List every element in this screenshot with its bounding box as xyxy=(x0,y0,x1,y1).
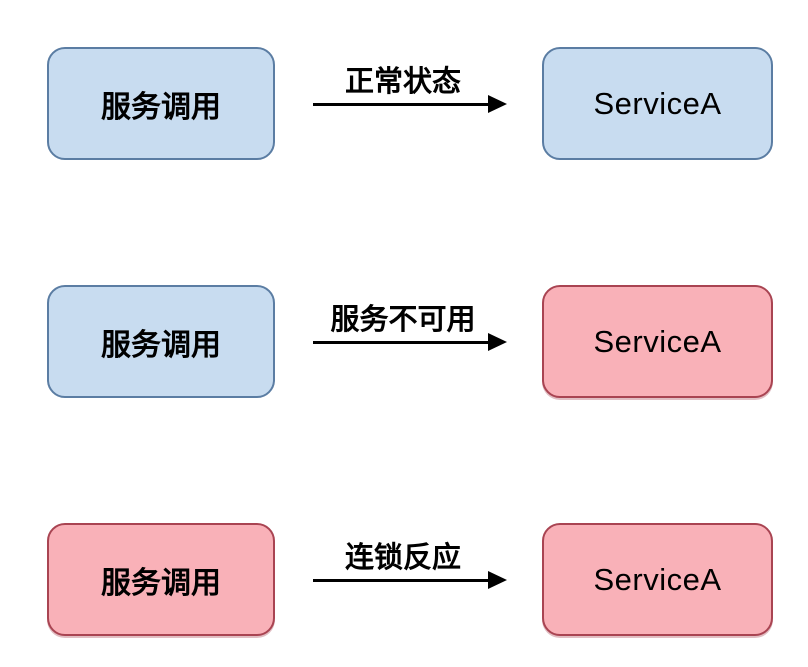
arrow-label: 服务不可用 xyxy=(330,304,476,336)
arrow-label: 连锁反应 xyxy=(344,542,461,574)
arrow-line xyxy=(313,579,491,582)
arrow-normal-state: 正常状态 xyxy=(313,47,507,160)
service-caller-node: 服务调用 xyxy=(47,523,275,636)
diagram-row-normal-state: 服务调用 正常状态 ServiceA xyxy=(0,47,808,162)
service-caller-label: 服务调用 xyxy=(101,328,221,362)
diagram-row-service-unavailable: 服务调用 服务不可用 ServiceA xyxy=(0,285,808,400)
service-a-label: ServiceA xyxy=(593,85,722,121)
service-caller-node: 服务调用 xyxy=(47,285,275,398)
arrowhead-icon xyxy=(488,333,507,351)
service-caller-label: 服务调用 xyxy=(101,566,221,600)
arrow-line xyxy=(313,341,491,344)
service-caller-node: 服务调用 xyxy=(47,47,275,160)
diagram-row-chain-reaction: 服务调用 连锁反应 ServiceA xyxy=(0,523,808,638)
service-a-label: ServiceA xyxy=(593,323,722,359)
arrow-label: 正常状态 xyxy=(344,66,461,98)
service-a-label: ServiceA xyxy=(593,561,722,597)
arrow-line xyxy=(313,103,491,106)
arrowhead-icon xyxy=(488,95,507,113)
service-caller-label: 服务调用 xyxy=(101,90,221,124)
service-a-node: ServiceA xyxy=(542,523,773,636)
arrow-service-unavailable: 服务不可用 xyxy=(313,285,507,398)
service-a-node: ServiceA xyxy=(542,285,773,398)
arrowhead-icon xyxy=(488,571,507,589)
arrow-chain-reaction: 连锁反应 xyxy=(313,523,507,636)
service-a-node: ServiceA xyxy=(542,47,773,160)
